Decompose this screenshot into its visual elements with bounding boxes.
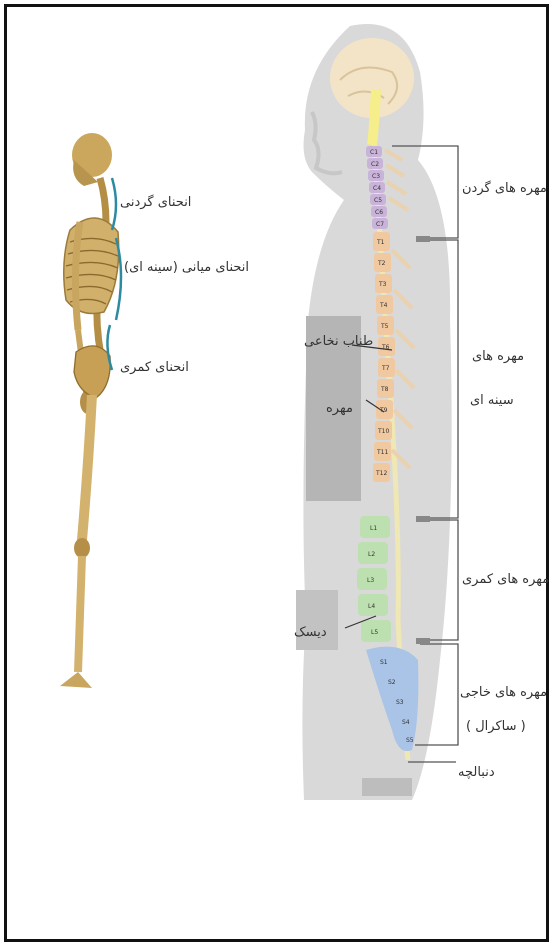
label-spinal-cord: طناب نخاعی xyxy=(304,334,373,349)
code-t4: T4 xyxy=(379,302,388,309)
label-sacral-line2: ( ساکرال ) xyxy=(466,719,526,734)
code-t12: T12 xyxy=(375,470,387,477)
code-t9: T9 xyxy=(379,407,388,414)
code-t3: T3 xyxy=(378,281,387,288)
label-thoracic-curve: انحنای میانی (سینه ای) xyxy=(124,260,249,275)
label-thoracic-line2: سینه ای xyxy=(470,393,514,408)
code-c2: C2 xyxy=(371,161,379,168)
code-s2: S2 xyxy=(388,679,396,686)
label-vertebra: مهره xyxy=(326,401,353,416)
code-c3: C3 xyxy=(372,173,380,180)
code-s1: S1 xyxy=(380,659,388,666)
code-s3: S3 xyxy=(396,699,404,706)
code-t8: T8 xyxy=(380,386,389,393)
code-t10: T10 xyxy=(377,428,389,435)
cervical-curve-marker xyxy=(112,178,116,230)
code-c1: C1 xyxy=(370,149,378,156)
code-c7: C7 xyxy=(376,221,384,228)
code-t1: T1 xyxy=(376,239,385,246)
code-l5: L5 xyxy=(371,629,378,636)
code-s4: S4 xyxy=(402,719,410,726)
code-l4: L4 xyxy=(368,603,375,610)
code-l2: L2 xyxy=(368,551,375,558)
label-coccyx: دنبالچه xyxy=(458,765,495,780)
label-lumbar-curve: انحنای کمری xyxy=(120,360,189,375)
code-t7: T7 xyxy=(381,365,390,372)
label-disc: دیسک xyxy=(294,625,327,640)
code-t11: T11 xyxy=(376,449,388,456)
code-t5: T5 xyxy=(380,323,389,330)
code-t2: T2 xyxy=(377,260,386,267)
label-sacral-line1: مهره های خاجی xyxy=(460,685,547,700)
skeleton-figure xyxy=(60,133,121,688)
code-l3: L3 xyxy=(367,577,374,584)
code-c4: C4 xyxy=(373,185,381,192)
code-c5: C5 xyxy=(374,197,382,204)
code-c6: C6 xyxy=(375,209,383,216)
code-l1: L1 xyxy=(370,525,377,532)
label-cervical-curve: انحنای گردنی xyxy=(120,194,191,210)
label-cervical-vertebrae: مهره های گردن xyxy=(462,180,547,196)
label-thoracic-line1: مهره های xyxy=(472,349,524,364)
label-lumbar-vertebrae: مهره های کمری xyxy=(462,572,549,587)
code-s5: S5 xyxy=(406,737,414,744)
